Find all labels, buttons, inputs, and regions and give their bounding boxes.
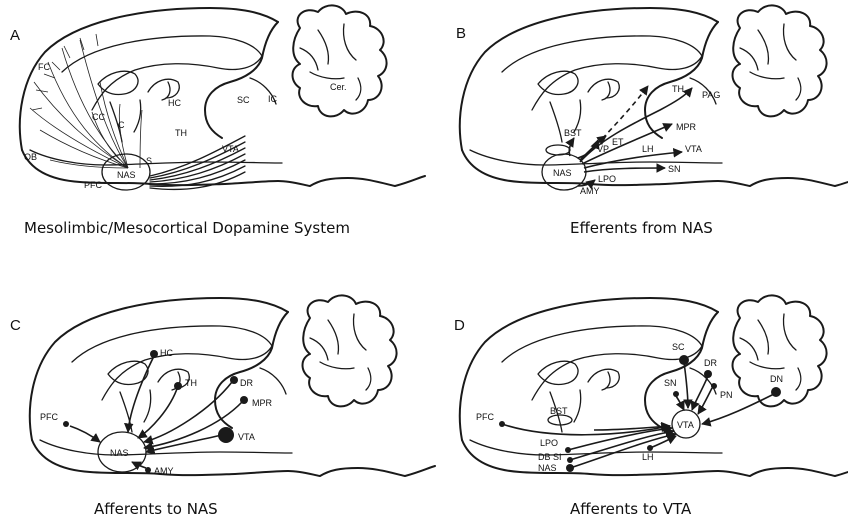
mpr-dot — [240, 396, 248, 404]
panel-letter-d: D — [454, 317, 465, 334]
label-bst: BST — [550, 406, 568, 416]
dn-dot — [771, 387, 781, 397]
label-pn: PN — [720, 390, 733, 400]
label-nas: NAS — [110, 448, 129, 458]
label-s: S — [146, 156, 152, 166]
amy-dot — [145, 467, 151, 473]
label-ob: OB — [24, 152, 37, 162]
label-vta: VTA — [222, 144, 239, 154]
panel-c: C HC TH DR MPR VTA PFC NAS AMY Afferents… — [10, 295, 435, 518]
pn-dot — [711, 383, 717, 389]
dr-dot — [704, 370, 712, 378]
panel-letter-b: B — [456, 25, 466, 42]
brain-outline — [460, 5, 848, 186]
label-mpr: MPR — [252, 398, 273, 408]
pfc-dot — [63, 421, 69, 427]
label-cc: CC — [92, 112, 105, 122]
label-nas: NAS — [538, 463, 557, 473]
label-sc: SC — [672, 342, 685, 352]
label-hc: HC — [160, 348, 173, 358]
panel-d: D SC DR SN PN DN PFC BST VTA LPO DB SI N… — [454, 295, 848, 518]
panel-letter-c: C — [10, 317, 21, 334]
label-hc: HC — [168, 98, 181, 108]
dbsi-dot — [567, 457, 573, 463]
label-cer: Cer. — [330, 82, 347, 92]
vta-dot — [218, 427, 234, 443]
caption-b: Efferents from NAS — [570, 219, 713, 237]
label-pfc: PFC — [84, 180, 103, 190]
nas-dot — [566, 464, 574, 472]
label-mpr: MPR — [676, 122, 697, 132]
label-vta: VTA — [677, 420, 694, 430]
hc-dot — [150, 350, 158, 358]
label-vp: VP — [597, 144, 609, 154]
dr-dot — [230, 376, 238, 384]
caption-d: Afferents to VTA — [570, 500, 692, 518]
label-lh: LH — [642, 144, 654, 154]
pfc-dot — [499, 421, 505, 427]
label-nas: NAS — [117, 170, 136, 180]
brain-outline — [30, 295, 435, 476]
caption-c: Afferents to NAS — [94, 500, 218, 518]
label-pag: PAG — [702, 90, 720, 100]
label-dbsi: DB SI — [538, 452, 562, 462]
label-sc: SC — [237, 95, 250, 105]
label-ic: IC — [268, 94, 278, 104]
label-fc: FC — [38, 62, 50, 72]
label-lpo: LPO — [540, 438, 558, 448]
dopamine-fibers — [30, 34, 142, 168]
label-dr: DR — [704, 358, 717, 368]
label-amy: AMY — [580, 186, 600, 196]
label-nas: NAS — [553, 168, 572, 178]
label-dn: DN — [770, 374, 783, 384]
label-amy: AMY — [154, 466, 174, 476]
label-et: ET — [612, 137, 624, 147]
label-pfc: PFC — [476, 412, 495, 422]
sn-dot — [673, 391, 679, 397]
label-lpo: LPO — [598, 174, 616, 184]
label-bst: BST — [564, 128, 582, 138]
label-vta: VTA — [238, 432, 255, 442]
label-th: TH — [672, 84, 684, 94]
label-dr: DR — [240, 378, 253, 388]
label-vta: VTA — [685, 144, 702, 154]
panel-letter-a: A — [10, 27, 20, 44]
label-lh: LH — [642, 452, 654, 462]
label-th: TH — [185, 378, 197, 388]
sc-dot — [679, 355, 689, 365]
label-pfc: PFC — [40, 412, 59, 422]
label-th: TH — [175, 128, 187, 138]
th-dot — [174, 382, 182, 390]
label-sn: SN — [668, 164, 681, 174]
bst-oval — [546, 145, 570, 155]
lpo-dot — [565, 447, 571, 453]
lh-dot — [647, 445, 653, 451]
caption-a: Mesolimbic/Mesocortical Dopamine System — [24, 219, 350, 237]
panel-a: A FC CC C HC TH SC IC Cer. S VTA OB PFC … — [10, 5, 425, 237]
label-c: C — [118, 120, 125, 130]
brain-outline — [460, 295, 848, 476]
label-sn: SN — [664, 378, 677, 388]
panel-b: B TH PAG BST VP ET MPR LH VTA SN NAS LPO… — [456, 5, 848, 237]
